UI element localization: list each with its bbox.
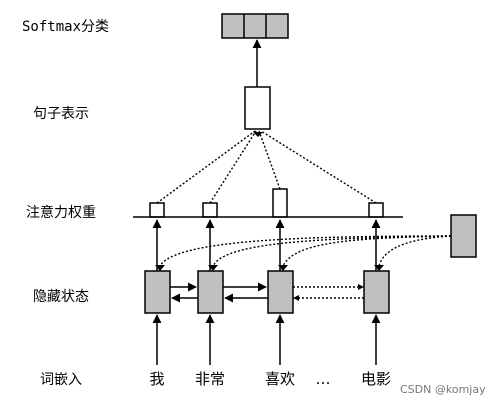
watermark: CSDN @komjay [400, 383, 486, 396]
dotted-arrowheads [293, 284, 364, 301]
attention-weights-label: 注意力权重 [26, 205, 96, 221]
weight-to-sentence-dotted-lines [156, 130, 377, 204]
sentence-representation-label: 句子表示 [33, 106, 89, 122]
hidden-state-box-2 [197, 270, 224, 314]
bidirectional-dotted-arrows [293, 286, 364, 299]
word-ellipsis: … [315, 370, 331, 388]
attention-weight-box-2 [202, 202, 218, 218]
attention-weight-box-3 [272, 188, 288, 218]
word-xihuan: 喜欢 [264, 370, 296, 388]
softmax-text: Softmax [22, 19, 82, 35]
sentence-vector-box [244, 86, 271, 130]
hidden-states-label: 隐藏状态 [33, 289, 89, 305]
hidden-to-weight-arrows [152, 219, 381, 271]
softmax-output-vector [221, 13, 289, 39]
context-vector-box [450, 214, 477, 258]
context-to-hidden-dotted-curves [159, 235, 452, 267]
bidirectional-arrows [170, 282, 268, 303]
word-feichang: 非常 [194, 370, 226, 388]
classify-text: 分类 [81, 19, 110, 35]
word-dianying: 电影 [360, 370, 392, 388]
sentence-arrowhead [253, 132, 263, 137]
word-wo: 我 [149, 370, 165, 388]
embedding-to-hidden-arrows [152, 314, 381, 365]
hidden-state-box-3 [267, 270, 294, 314]
hidden-state-box-1 [144, 270, 171, 314]
word-embedding-label: 词嵌入 [40, 372, 82, 388]
attention-weight-box-1 [149, 202, 165, 218]
attention-weight-box-4 [368, 202, 384, 218]
context-arrowheads [155, 265, 384, 271]
hidden-state-box-4 [363, 270, 390, 314]
softmax-classify-label: Softmax分类 [22, 20, 109, 34]
